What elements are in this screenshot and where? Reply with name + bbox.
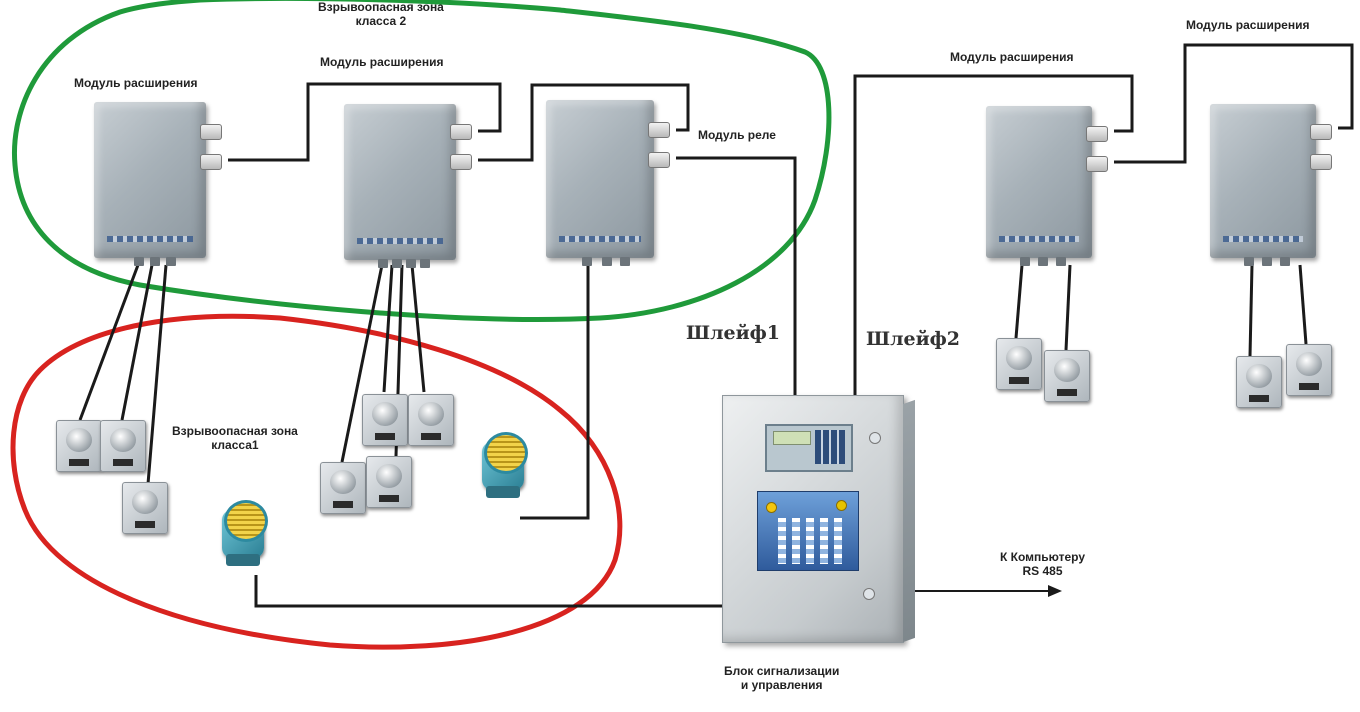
to-computer-label: К Компьютеру RS 485 [1000, 550, 1085, 578]
expansion-module-3-label: Модуль расширения [950, 50, 1074, 64]
zone-1-outline [10, 313, 623, 650]
gas-sensor-icon [1236, 356, 1282, 408]
control-unit [722, 395, 915, 643]
zone-1-label-line2: класса1 [211, 438, 259, 452]
relay-module [546, 100, 670, 266]
wire-loop1 [676, 156, 797, 398]
zone-2-outline [11, 0, 832, 322]
expansion-module-4-label: Модуль расширения [1186, 18, 1310, 32]
control-unit-label-line2: и управления [740, 678, 823, 692]
loop2-label: Шлейф2 [866, 328, 961, 350]
expansion-module-3 [986, 106, 1108, 266]
loop1-label: Шлейф1 [686, 322, 781, 344]
wire-relay-siren [520, 265, 590, 520]
gas-sensor-icon [56, 420, 102, 472]
wire-m3-m4 [1114, 43, 1354, 164]
gas-sensor-icon [408, 394, 454, 446]
gas-sensor-icon [122, 482, 168, 534]
expansion-module-1 [94, 102, 222, 266]
to-computer-line2: RS 485 [1022, 564, 1063, 578]
control-unit-label: Блок сигнализации и управления [724, 664, 839, 692]
zone-2-label-line1: Взрывоопасная зона [318, 0, 444, 14]
zone-2-label-line2: класса 2 [355, 14, 407, 28]
gas-sensor-icon [1286, 344, 1332, 396]
wire-m1-m2 [228, 82, 502, 162]
siren-icon [478, 432, 528, 498]
zone-1-label: Взрывоопасная зона класса1 [172, 424, 298, 452]
expansion-module-2 [344, 104, 472, 268]
wire-siren-control [254, 575, 722, 608]
gas-sensor-icon [1044, 350, 1090, 402]
zone-1-label-line1: Взрывоопасная зона [172, 424, 298, 438]
control-unit-label-line1: Блок сигнализации [724, 664, 840, 678]
gas-sensor-icon [996, 338, 1042, 390]
gas-sensor-icon [366, 456, 412, 508]
zone-2-label: Взрывоопасная зона класса 2 [318, 0, 444, 28]
gas-sensor-icon [320, 462, 366, 514]
expansion-module-1-label: Модуль расширения [74, 76, 198, 90]
indicator-panel [757, 491, 859, 571]
gas-sensor-icon [100, 420, 146, 472]
wire-loop2 [853, 74, 1134, 398]
siren-icon [218, 500, 268, 566]
relay-module-label: Модуль реле [698, 128, 776, 142]
expansion-module-4 [1210, 104, 1332, 266]
gas-sensor-icon [362, 394, 408, 446]
to-computer-line1: К Компьютеру [1000, 550, 1086, 564]
expansion-module-2-label: Модуль расширения [320, 55, 444, 69]
rs485-arrow-head [1048, 585, 1062, 597]
wire-m2-relay [478, 83, 690, 162]
control-display [765, 424, 853, 472]
